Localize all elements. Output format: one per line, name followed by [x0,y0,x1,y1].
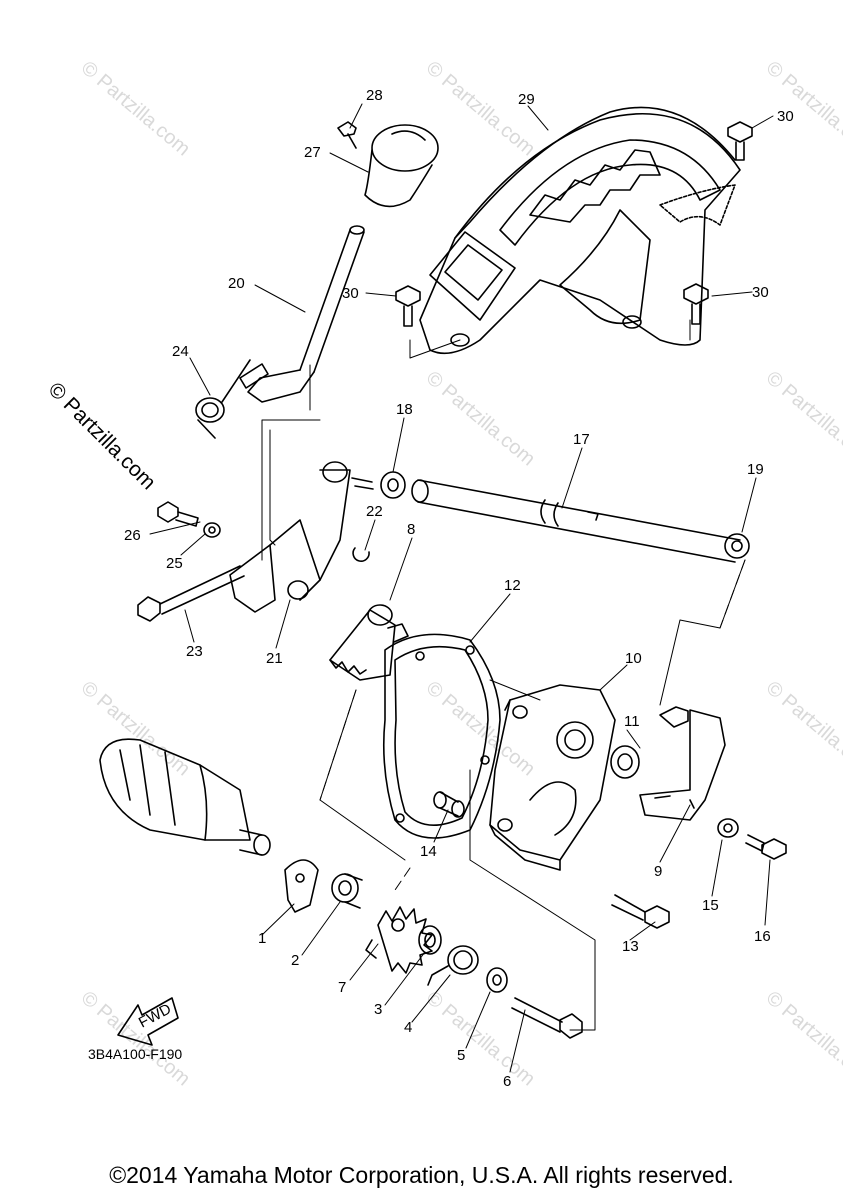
part-8-sector-gear [329,604,409,681]
part-18-oil-seal [380,471,406,499]
part-28-screw [337,121,357,149]
callout-19: 19 [747,461,764,478]
part-25-washer [203,522,221,538]
part-24-spring [195,359,251,439]
watermark-text: © Partzilla.com [762,677,843,780]
leader-lines [149,103,774,1073]
part-10-cover [489,684,616,871]
callout-16: 16 [754,928,771,945]
part-11-oil-seal [610,745,640,779]
background-watermarks: © Partzilla.com © Partzilla.com © Partzi… [77,57,843,1090]
callout-7: 7 [338,979,346,996]
callout-13: 13 [622,938,639,955]
part-30-bolts [395,121,753,327]
callout-4: 4 [404,1019,412,1036]
part-1-segment [284,859,319,913]
callout-12: 12 [504,577,521,594]
callout-9: 9 [654,863,662,880]
callout-30-right: 30 [752,284,769,301]
callout-26: 26 [124,527,141,544]
part-17-shift-shaft [411,479,741,563]
part-22-circlip [352,547,370,562]
part-27-knob [364,124,439,208]
callout-18: 18 [396,401,413,418]
watermark-text: © Partzilla.com [77,677,194,780]
part-19-oil-seal [724,533,750,559]
callout-14: 14 [420,843,437,860]
part-9-shift-arm [639,706,726,821]
callout-15: 15 [702,897,719,914]
callout-labels: 1 2 3 4 5 6 7 8 9 10 11 12 13 14 15 16 1… [124,87,794,1090]
part-13-bolt [611,894,670,929]
part-6-bolt [511,997,583,1039]
part-3-washer [418,925,442,955]
callout-28: 28 [366,87,383,104]
part-15-washer [717,818,739,838]
part-20-shift-lever [239,225,365,403]
callout-20: 20 [228,275,245,292]
callout-29: 29 [518,91,535,108]
callout-23: 23 [186,643,203,660]
watermark-text: © Partzilla.com [762,367,843,470]
dashed-assembly-lines [261,439,746,891]
watermark-text: © Partzilla.com [762,57,843,160]
fwd-label: FWD [136,1000,174,1031]
part-2-collar [331,873,363,909]
watermark-text: © Partzilla.com [762,987,843,1090]
callout-25: 25 [166,555,183,572]
watermark-text: © Partzilla.com [77,57,194,160]
callout-17: 17 [573,431,590,448]
watermark-text: © Partzilla.com [422,367,539,470]
callout-24: 24 [172,343,189,360]
part-26-bolt [157,501,199,527]
callout-21: 21 [266,650,283,667]
part-29-shift-gate-cover [419,106,741,355]
watermark-text: © Partzilla.com [422,987,539,1090]
part-21-bracket [229,461,374,613]
watermark-text: © Partzilla.com [422,57,539,160]
callout-10: 10 [625,650,642,667]
part-5-washer [486,967,508,993]
diagram-code: 3B4A100-F190 [88,1046,183,1062]
callout-5: 5 [457,1047,465,1064]
part-4-spring [427,945,479,986]
callout-27: 27 [304,144,321,161]
part-7-gear [365,906,433,974]
shift-drum [99,738,271,856]
part-12-gasket [382,633,501,839]
part-14-dowel-pin [433,791,465,818]
copyright-notice: ©2014 Yamaha Motor Corporation, U.S.A. A… [109,1162,734,1188]
callout-30-top: 30 [777,108,794,125]
part-23-bolt [137,565,245,622]
callout-2: 2 [291,952,299,969]
callout-30-left: 30 [342,285,359,302]
callout-8: 8 [407,521,415,538]
callout-3: 3 [374,1001,382,1018]
watermark-text: © Partzilla.com [77,987,194,1090]
callout-6: 6 [503,1073,511,1090]
part-16-bolt [745,834,787,860]
callout-22: 22 [366,503,383,520]
callout-11: 11 [624,713,640,730]
callout-1: 1 [258,930,266,947]
